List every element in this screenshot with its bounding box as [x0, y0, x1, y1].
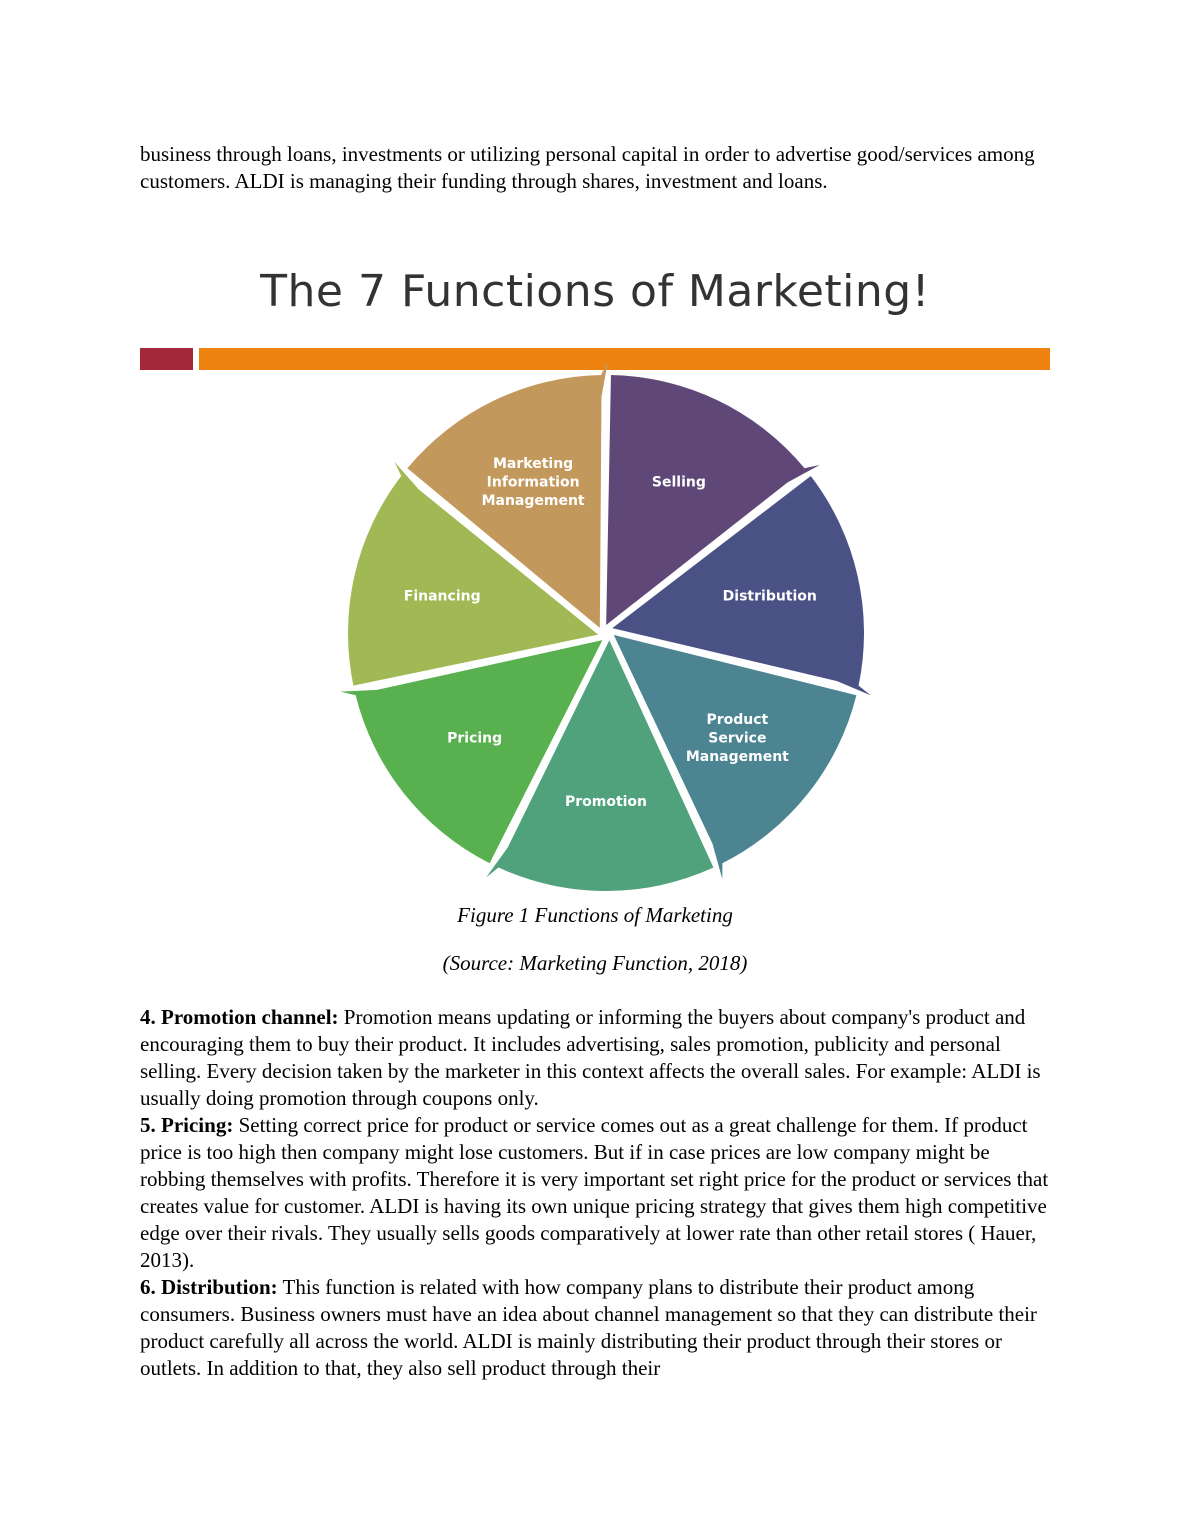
pie-slice-label: Distribution: [723, 589, 817, 605]
pie-slice-shape: [612, 476, 871, 696]
section-text: Promotion means updating or informing th…: [140, 1005, 1041, 1110]
pie-slice-shape: [613, 634, 857, 879]
section-distribution: 6. Distribution: This function is relate…: [140, 1274, 1055, 1382]
pie-slice-shape: [348, 461, 599, 686]
pie-slice: Selling: [606, 375, 820, 626]
section-text: Setting correct price for product or ser…: [140, 1113, 1049, 1272]
pie-slice: Financing: [348, 461, 599, 686]
figure-title: The 7 Functions of Marketing!: [260, 266, 930, 317]
section-text: This function is related with how compan…: [140, 1275, 1037, 1380]
pie-slice-label: Selling: [652, 475, 706, 491]
body-sections: 4. Promotion channel: Promotion means up…: [140, 1004, 1055, 1382]
section-pricing: 5. Pricing: Setting correct price for pr…: [140, 1112, 1055, 1274]
pie-slice-shape: [606, 375, 820, 626]
section-heading: 5. Pricing:: [140, 1113, 234, 1137]
pie-slice-shape: [407, 361, 608, 628]
figure-source: (Source: Marketing Function, 2018): [442, 951, 748, 975]
pie-slice-label: Promotion: [565, 794, 647, 810]
pie-slice-shape: [340, 640, 603, 864]
pie-slice-shape: [486, 640, 714, 891]
section-promotion: 4. Promotion channel: Promotion means up…: [140, 1004, 1055, 1112]
section-heading: 6. Distribution:: [140, 1275, 278, 1299]
pie-slice: Pricing: [340, 640, 603, 864]
pie-slice: Promotion: [486, 640, 714, 891]
intro-paragraph: business through loans, investments or u…: [140, 142, 1035, 193]
section-heading: 4. Promotion channel:: [140, 1005, 339, 1029]
accent-bar-orange: [199, 348, 1050, 370]
pie-slice: Distribution: [612, 476, 871, 696]
pie-slice-label: Pricing: [447, 731, 502, 747]
pie-slice-label: Financing: [404, 589, 481, 605]
accent-bar-red: [140, 348, 193, 370]
figure-caption: Figure 1 Functions of Marketing: [457, 903, 733, 927]
